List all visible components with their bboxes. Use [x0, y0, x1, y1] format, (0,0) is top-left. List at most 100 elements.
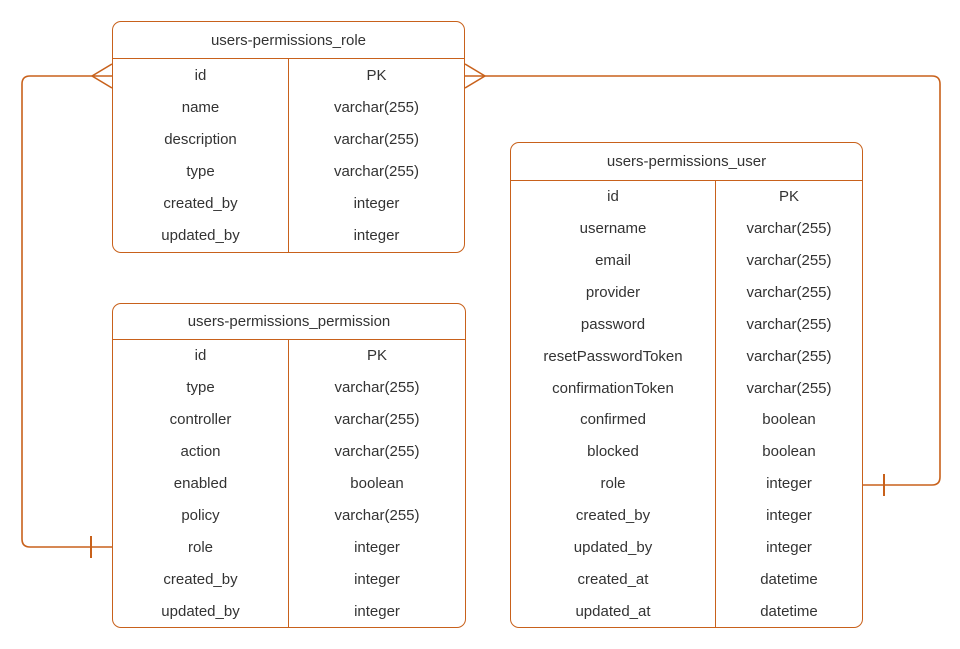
field-name: updated_by: [113, 595, 289, 627]
field-name: created_by: [511, 499, 716, 532]
field-name: action: [113, 435, 289, 468]
field-row: id PK: [113, 340, 465, 372]
field-type: boolean: [762, 411, 816, 429]
field-row: type varchar(255): [113, 155, 464, 188]
field-type: integer: [766, 475, 812, 493]
field-name: blocked: [511, 435, 716, 468]
crows-foot-many-icon: [91, 63, 113, 89]
field-row: blocked boolean: [511, 435, 862, 468]
field-row: confirmationToken varchar(255): [511, 372, 862, 405]
field-name: id: [113, 59, 289, 92]
field-name: updated_by: [511, 531, 716, 564]
field-row: created_by integer: [113, 563, 465, 596]
field-row: policy varchar(255): [113, 499, 465, 532]
field-type: varchar(255): [334, 379, 420, 397]
field-name: password: [511, 308, 716, 341]
field-type: varchar(255): [746, 220, 832, 238]
entity-table-permission: users-permissions_permission id PK type var…: [112, 303, 466, 628]
field-type: integer: [353, 195, 400, 213]
field-type: integer: [766, 538, 812, 556]
field-row: created_by integer: [511, 499, 862, 532]
table-title: users-permissions_role: [113, 22, 464, 59]
field-name: created_at: [511, 563, 716, 596]
field-type: varchar(255): [333, 130, 420, 148]
field-name: provider: [511, 276, 716, 309]
field-row: created_at datetime: [511, 563, 862, 596]
field-row: username varchar(255): [511, 212, 862, 245]
entity-table-role: users-permissions_role id PK name varchar(2…: [112, 21, 465, 253]
field-type: boolean: [350, 475, 404, 492]
field-name: confirmationToken: [511, 372, 716, 405]
field-name: updated_by: [113, 219, 289, 252]
field-row: id PK: [511, 181, 862, 213]
field-type: varchar(255): [746, 347, 832, 365]
field-name: name: [113, 91, 289, 124]
field-type: PK: [366, 66, 387, 84]
field-name: enabled: [113, 467, 289, 500]
field-row: confirmed boolean: [511, 404, 862, 436]
field-row: password varchar(255): [511, 308, 862, 341]
table-body: id PK name varchar(255) description varchar(2…: [113, 59, 464, 252]
field-row: created_by integer: [113, 187, 464, 220]
table-title: users-permissions_user: [511, 143, 862, 181]
field-type: integer: [354, 538, 400, 556]
field-name: confirmed: [511, 404, 716, 436]
field-name: role: [511, 467, 716, 500]
field-name: controller: [113, 403, 289, 436]
field-type: integer: [353, 227, 400, 245]
field-type: varchar(255): [334, 411, 420, 429]
connector-role-to-permission: [21, 63, 113, 558]
field-type: PK: [778, 188, 799, 206]
field-name: type: [113, 371, 289, 404]
field-row: email varchar(255): [511, 244, 862, 277]
field-name: created_by: [113, 187, 289, 220]
field-type: datetime: [760, 570, 818, 588]
field-row: updated_by integer: [113, 219, 464, 252]
field-name: id: [511, 181, 716, 213]
field-row: role integer: [113, 531, 465, 564]
field-type: integer: [766, 507, 812, 525]
table-title: users-permissions_permission: [113, 304, 465, 340]
field-row: updated_by integer: [511, 531, 862, 564]
field-name: email: [511, 244, 716, 277]
field-name: role: [113, 531, 289, 564]
field-row: id PK: [113, 59, 464, 92]
field-name: resetPasswordToken: [511, 340, 716, 373]
field-name: id: [113, 340, 289, 372]
field-name: description: [113, 123, 289, 156]
field-name: created_by: [113, 563, 289, 596]
field-row: type varchar(255): [113, 371, 465, 404]
table-body: id PK username varchar(255) email varchar(255…: [511, 181, 862, 627]
field-row: name varchar(255): [113, 91, 464, 124]
field-type: varchar(255): [334, 443, 420, 461]
field-type: varchar(255): [334, 506, 420, 524]
field-row: role integer: [511, 467, 862, 500]
field-type: varchar(255): [746, 315, 832, 333]
field-type: PK: [366, 347, 387, 365]
field-name: username: [511, 212, 716, 245]
field-row: updated_at datetime: [511, 595, 862, 627]
field-name: policy: [113, 499, 289, 532]
field-type: varchar(255): [746, 284, 832, 301]
field-name: updated_at: [511, 595, 716, 627]
field-row: action varchar(255): [113, 435, 465, 468]
field-type: datetime: [760, 602, 818, 620]
field-type: varchar(255): [333, 163, 420, 181]
field-type: boolean: [762, 443, 816, 461]
field-type: varchar(255): [746, 379, 832, 397]
table-body: id PK type varchar(255) controller varchar(25…: [113, 340, 465, 627]
field-type: varchar(255): [333, 98, 420, 116]
field-row: controller varchar(255): [113, 403, 465, 436]
connector-line: [21, 75, 112, 548]
field-row: enabled boolean: [113, 467, 465, 500]
field-row: description varchar(255): [113, 123, 464, 156]
field-row: resetPasswordToken varchar(255): [511, 340, 862, 373]
field-type: integer: [354, 570, 400, 588]
field-type: varchar(255): [746, 252, 832, 270]
crows-foot-many-icon: [464, 63, 486, 89]
field-name: type: [113, 155, 289, 188]
entity-table-user: users-permissions_user id PK username varch…: [510, 142, 863, 628]
field-row: provider varchar(255): [511, 276, 862, 309]
